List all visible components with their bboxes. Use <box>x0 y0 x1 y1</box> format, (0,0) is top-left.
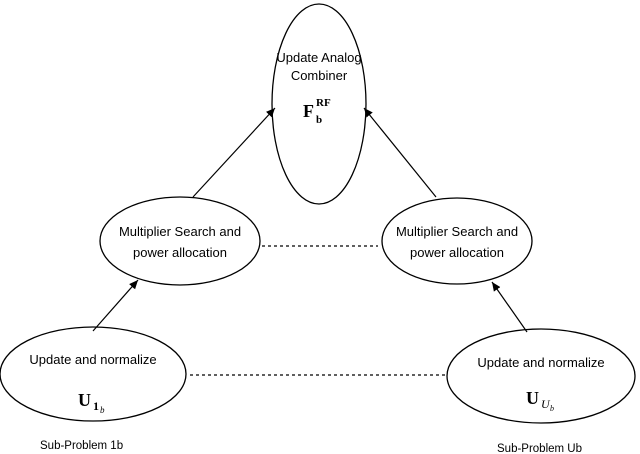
node-mid-left-line2: power allocation <box>133 245 227 260</box>
node-top-math-sup: RF <box>316 97 331 109</box>
node-mid-left-line1: Multiplier Search and <box>119 224 241 239</box>
caption-sub-problem-left: Sub-Problem 1b <box>40 440 123 452</box>
node-multiplier-search-right: Multiplier Search and power allocation <box>381 197 533 285</box>
node-bottom-left-math-sub: 1 <box>93 399 99 413</box>
caption-sub-problem-right: Sub-Problem Ub <box>497 443 582 454</box>
node-bottom-right-line1: Update and normalize <box>477 355 604 370</box>
node-update-normalize-right: Update and normalize U U b <box>446 328 636 424</box>
node-mid-right-line1: Multiplier Search and <box>396 224 518 239</box>
node-multiplier-search-left: Multiplier Search and power allocation <box>99 196 261 286</box>
node-top-line1: Update Analog <box>276 50 361 65</box>
node-bottom-left-line1: Update and normalize <box>29 352 156 367</box>
node-bottom-left-math: U <box>78 390 91 410</box>
arrow-mid-left-to-top <box>192 107 276 198</box>
arrow-bottom-right-to-mid-right <box>491 281 528 333</box>
node-update-normalize-left: Update and normalize U 1 b <box>0 326 187 422</box>
node-update-analog-combiner: Update Analog Combiner F RF b <box>271 3 367 205</box>
node-bottom-left-math-subsub: b <box>100 405 105 415</box>
node-bottom-right-math: U <box>526 388 539 408</box>
node-top-math: F <box>303 101 314 121</box>
node-top-line2: Combiner <box>291 68 348 83</box>
node-top-math-sub: b <box>316 114 322 126</box>
node-mid-right-line2: power allocation <box>410 245 504 260</box>
node-bottom-right-math-sub: U <box>541 397 551 411</box>
arrow-bottom-left-to-mid-left <box>92 279 139 332</box>
node-bottom-right-math-subsub: b <box>550 404 554 413</box>
arrow-mid-right-to-top <box>363 107 437 198</box>
